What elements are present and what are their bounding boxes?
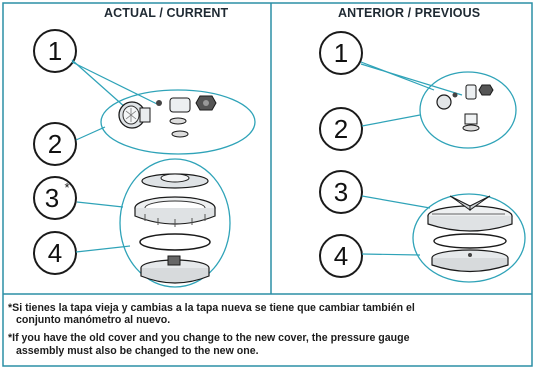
right-callout-4-label: 4	[334, 241, 348, 271]
left-callout-4: 4	[33, 231, 77, 275]
footnotes: *Si tienes la tapa vieja y cambias a la …	[8, 302, 528, 363]
left-leader-lines	[71, 59, 158, 253]
right-callout-2-label: 2	[334, 114, 348, 144]
right-callout-1: 1	[319, 31, 363, 75]
left-cover-ellipse	[119, 158, 231, 288]
left-callout-2: 2	[33, 122, 77, 166]
panel-title-current: ACTUAL / CURRENT	[104, 6, 229, 20]
left-callout-1-label: 1	[48, 36, 62, 66]
left-callout-4-label: 4	[48, 238, 62, 268]
left-callout-3-asterisk: *	[64, 180, 69, 195]
note-spanish-line-1: *Si tienes la tapa vieja y cambias a la …	[8, 302, 415, 314]
left-gauge-ellipse	[100, 89, 256, 155]
right-callout-2: 2	[319, 107, 363, 151]
right-pressure-gauge-assembly	[436, 84, 494, 132]
right-callout-3-label: 3	[334, 177, 348, 207]
left-pressure-gauge-assembly	[118, 95, 217, 138]
panel-title-previous: ANTERIOR / PREVIOUS	[338, 6, 481, 20]
left-callout-3: 3 *	[33, 176, 77, 220]
left-callout-3-label: 3	[45, 183, 59, 213]
right-callout-4: 4	[319, 234, 363, 278]
note-spanish-line-2: conjunto manómetro al nuevo.	[16, 314, 171, 327]
note-spanish: *Si tienes la tapa vieja y cambias a la …	[8, 302, 528, 326]
right-callout-3: 3	[319, 170, 363, 214]
note-english: *If you have the old cover and you chang…	[8, 332, 528, 356]
note-english-line-2: assembly must also be changed to the new…	[16, 344, 259, 357]
right-cover-ellipse	[412, 193, 526, 283]
left-callout-1: 1	[33, 29, 77, 73]
right-leader-lines	[360, 61, 463, 256]
left-panel-illustrations: 1 2 3 * 4	[33, 29, 256, 288]
right-cover-assembly	[427, 195, 513, 273]
left-callout-2-label: 2	[48, 129, 62, 159]
note-english-line-1: *If you have the old cover and you chang…	[8, 332, 410, 345]
left-cover-assembly	[134, 173, 216, 284]
right-callout-1-label: 1	[334, 38, 348, 68]
right-gauge-ellipse	[419, 71, 517, 149]
right-panel-illustrations: 1 2 3 4	[319, 31, 526, 283]
